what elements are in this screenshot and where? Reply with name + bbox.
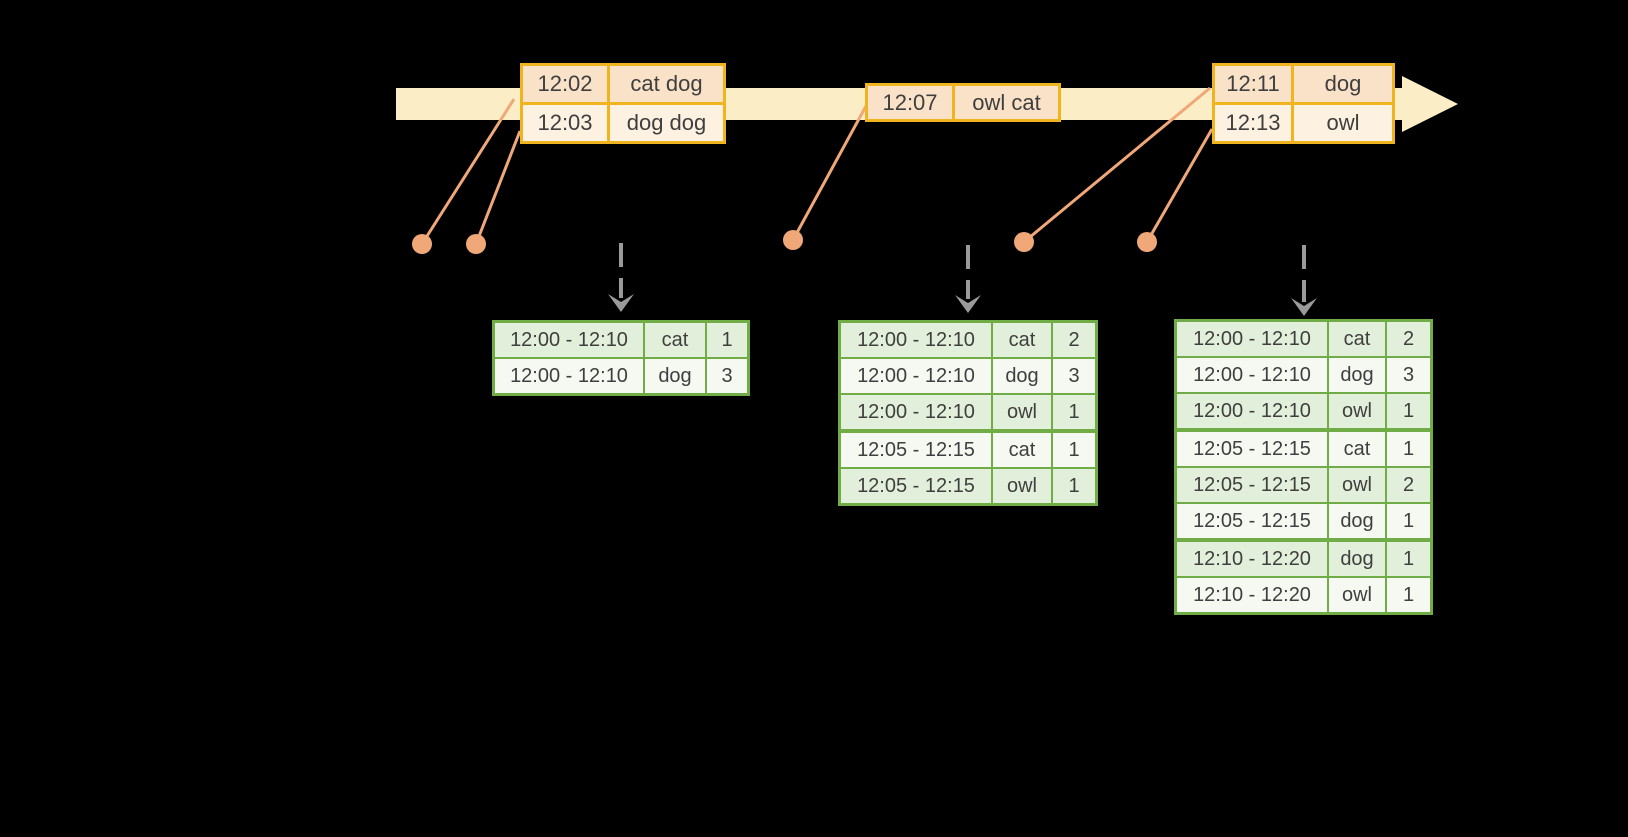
window-cell: 12:00 - 12:10 [495, 359, 643, 393]
count-cell: 1 [1053, 469, 1095, 503]
event-words-cell: owl cat [955, 86, 1058, 119]
window-cell: 12:05 - 12:15 [1177, 468, 1327, 502]
event-time-cell: 12:03 [523, 105, 607, 141]
event-pointer-line [791, 105, 868, 241]
window-cell: 12:05 - 12:15 [1177, 504, 1327, 538]
window-cell: 12:00 - 12:10 [1177, 322, 1327, 356]
event-dot [466, 234, 486, 254]
word-cell: cat [645, 323, 705, 357]
word-cell: dog [1329, 504, 1385, 538]
count-cell: 1 [1053, 395, 1095, 429]
count-cell: 3 [707, 359, 747, 393]
window-cell: 12:05 - 12:15 [841, 469, 991, 503]
window-cell: 12:05 - 12:15 [1177, 432, 1327, 466]
event-dot [412, 234, 432, 254]
event-words-cell: dog [1294, 66, 1392, 102]
timeline-arrowhead-icon [1402, 76, 1458, 132]
event-pointer-line [1145, 128, 1214, 243]
event-pointer-line [420, 98, 516, 245]
event-dot [1014, 232, 1034, 252]
count-cell: 3 [1387, 358, 1430, 392]
count-cell: 3 [1053, 359, 1095, 393]
count-cell: 1 [1387, 432, 1430, 466]
count-cell: 1 [1053, 433, 1095, 467]
word-cell: dog [993, 359, 1051, 393]
event-time-cell: 12:07 [868, 86, 952, 119]
window-cell: 12:10 - 12:20 [1177, 542, 1327, 576]
count-cell: 1 [707, 323, 747, 357]
word-cell: cat [1329, 432, 1385, 466]
event-words-cell: cat dog [610, 66, 723, 102]
event-words-cell: owl [1294, 105, 1392, 141]
window-cell: 12:00 - 12:10 [841, 359, 991, 393]
count-cell: 1 [1387, 504, 1430, 538]
word-cell: dog [1329, 358, 1385, 392]
word-cell: owl [1329, 578, 1385, 612]
event-pointer-line [474, 130, 522, 245]
window-cell: 12:05 - 12:15 [841, 433, 991, 467]
event-dot [783, 230, 803, 250]
count-cell: 1 [1387, 542, 1430, 576]
word-cell: cat [993, 433, 1051, 467]
window-cell: 12:00 - 12:10 [841, 395, 991, 429]
count-cell: 1 [1387, 394, 1430, 428]
event-pointer-line [1023, 86, 1211, 244]
trigger-arrow-head-icon [955, 295, 981, 313]
trigger-arrow-head-icon [1291, 298, 1317, 316]
window-cell: 12:00 - 12:10 [841, 323, 991, 357]
word-cell: dog [1329, 542, 1385, 576]
word-cell: cat [1329, 322, 1385, 356]
count-cell: 2 [1387, 468, 1430, 502]
event-time-cell: 12:02 [523, 66, 607, 102]
window-cell: 12:10 - 12:20 [1177, 578, 1327, 612]
trigger-arrow-head-icon [608, 294, 634, 312]
word-cell: owl [1329, 394, 1385, 428]
word-cell: cat [993, 323, 1051, 357]
event-words-cell: dog dog [610, 105, 723, 141]
count-cell: 2 [1053, 323, 1095, 357]
word-cell: dog [645, 359, 705, 393]
count-cell: 1 [1387, 578, 1430, 612]
word-cell: owl [993, 395, 1051, 429]
count-cell: 2 [1387, 322, 1430, 356]
window-cell: 12:00 - 12:10 [495, 323, 643, 357]
word-cell: owl [1329, 468, 1385, 502]
event-dot [1137, 232, 1157, 252]
event-time-cell: 12:13 [1215, 105, 1291, 141]
event-time-cell: 12:11 [1215, 66, 1291, 102]
window-cell: 12:00 - 12:10 [1177, 394, 1327, 428]
window-cell: 12:00 - 12:10 [1177, 358, 1327, 392]
word-cell: owl [993, 469, 1051, 503]
